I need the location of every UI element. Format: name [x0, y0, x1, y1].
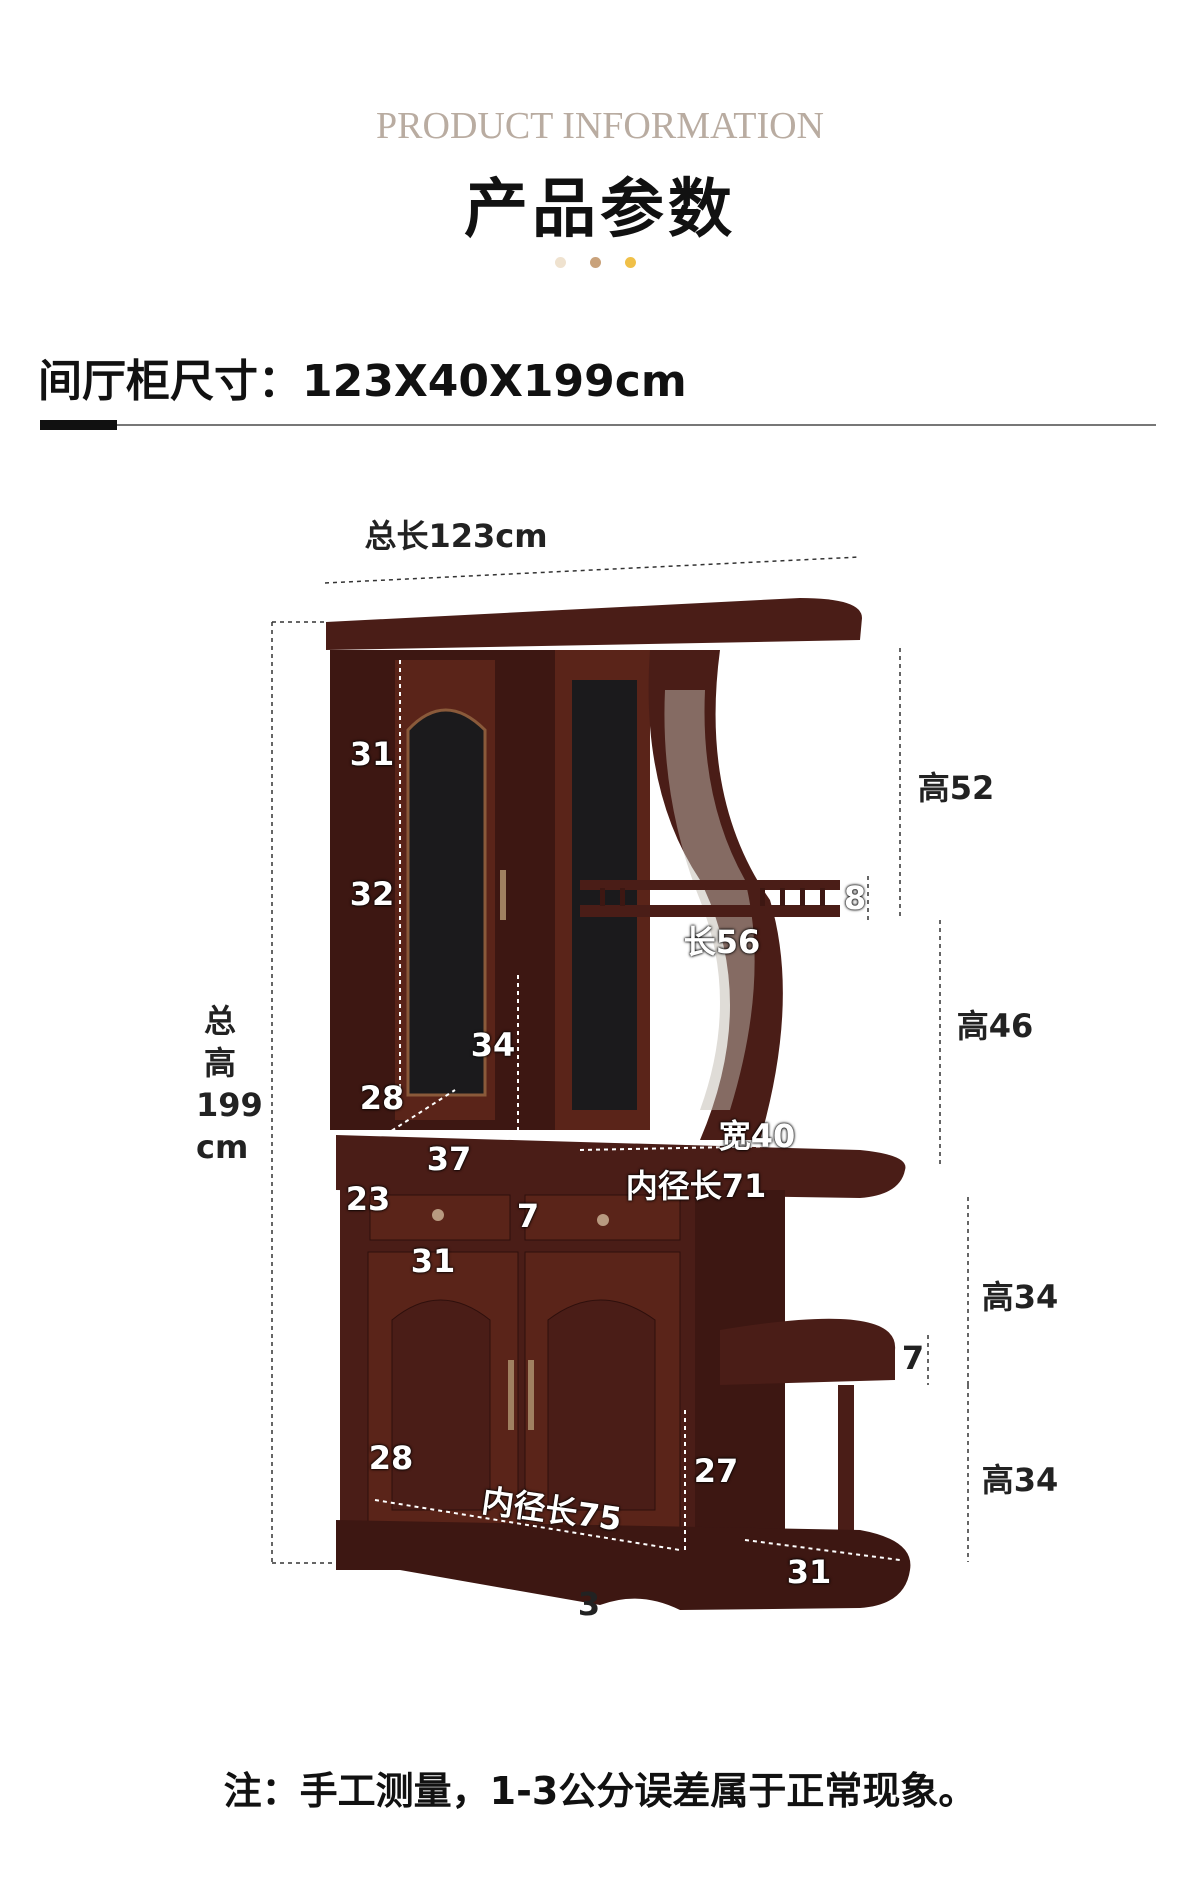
dim-total-height-value: 199 [196, 1086, 263, 1124]
decor-dot [590, 257, 601, 268]
decor-dot [625, 257, 636, 268]
dim-28: 28 [368, 1439, 414, 1477]
shelf-leg [838, 1385, 854, 1535]
dim-37: 37 [426, 1140, 472, 1178]
measurement-note: 注：手工测量，1-3公分误差属于正常现象。 [223, 1769, 977, 1813]
dim-34: 34 [470, 1026, 516, 1064]
counter-top [336, 1135, 906, 1198]
dim-3: 3 [577, 1585, 601, 1623]
dim-h34: 高34 [981, 1278, 1059, 1316]
dim-23: 23 [345, 1180, 391, 1218]
size-spec-heading: 间厅柜尺寸：123X40X199cm [38, 356, 687, 407]
dim-7: 7 [516, 1197, 540, 1235]
lower-shelf [720, 1318, 896, 1385]
dim-w40: 宽40 [718, 1117, 796, 1155]
glass-door-left [406, 708, 487, 1097]
dim-31: 31 [786, 1553, 832, 1591]
divider-accent [40, 420, 117, 430]
dim-31: 31 [410, 1242, 456, 1280]
dim-inner71: 内径长71 [625, 1167, 767, 1205]
dim-total-height-char: 总 [203, 1002, 236, 1040]
cabinet-crown [326, 598, 862, 650]
decor-dot [555, 257, 566, 268]
dim-31: 31 [349, 735, 395, 773]
dimension-lines [271, 556, 969, 1564]
dim-28: 28 [359, 1079, 405, 1117]
dim-h46: 高46 [956, 1007, 1034, 1045]
dim-32: 32 [349, 875, 395, 913]
dim-total-height: 总 高 199 cm [196, 1000, 263, 1168]
subtitle-english: PRODUCT INFORMATION [376, 105, 824, 147]
dim-27: 27 [693, 1452, 739, 1490]
dim-h8: 8 [843, 879, 867, 917]
dim-l56: 长56 [683, 923, 761, 961]
dim-h34: 高34 [981, 1461, 1059, 1499]
curved-glass [664, 690, 755, 1110]
dim-7: 7 [901, 1339, 925, 1377]
page-title: 产品参数 [464, 172, 736, 247]
door-handle [500, 870, 506, 920]
dim-total-height-unit: cm [196, 1128, 249, 1166]
divider [40, 424, 1156, 426]
upper-shelf [580, 880, 840, 890]
dim-total-height-char: 高 [203, 1044, 236, 1082]
cabinet-base [336, 1520, 911, 1610]
dim-h52: 高52 [917, 769, 995, 807]
dim-total-length: 总长123cm [364, 517, 548, 555]
